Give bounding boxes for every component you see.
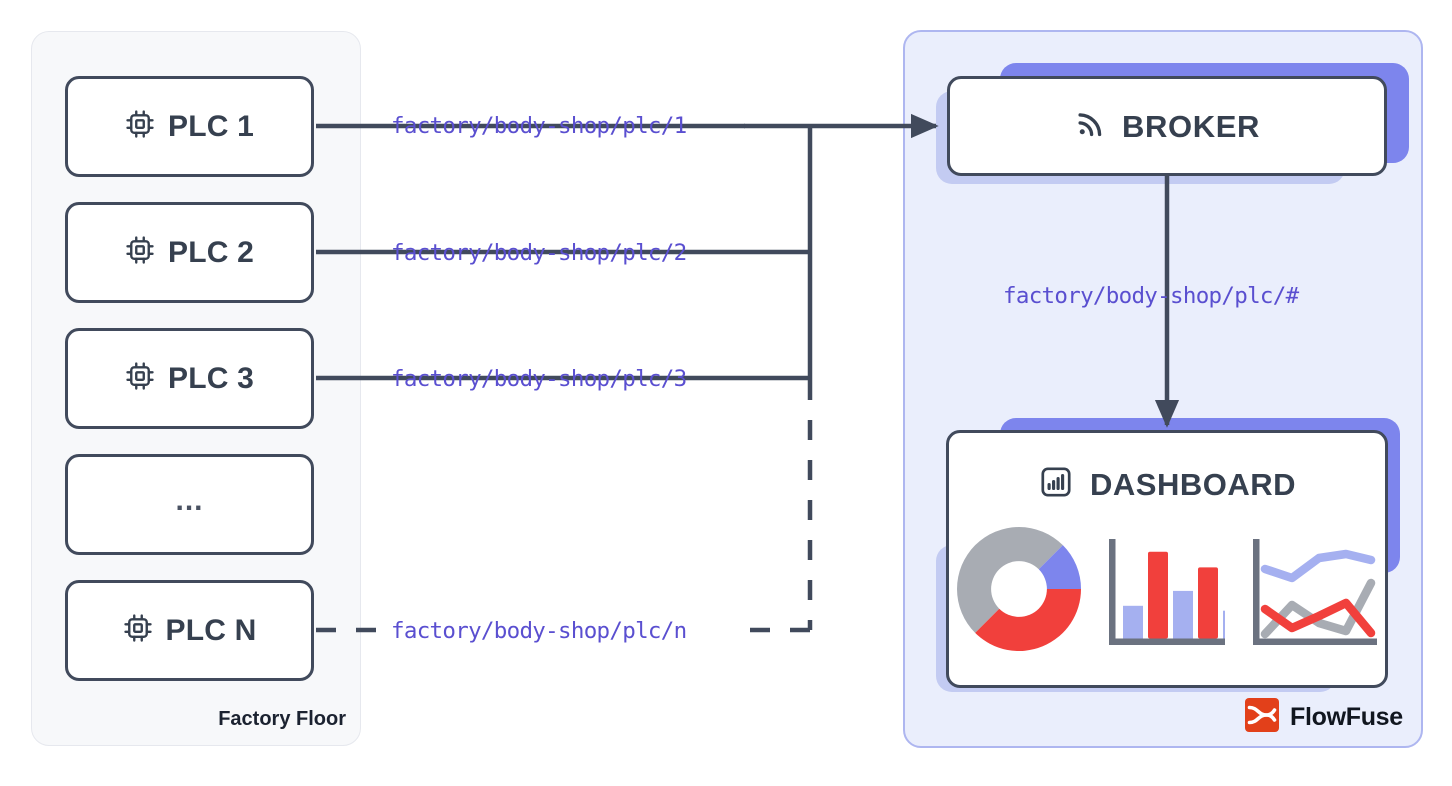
flowfuse-wordmark: FlowFuse: [1290, 703, 1403, 731]
flowfuse-mark: [1245, 698, 1279, 732]
factory-floor-caption: Factory Floor: [218, 708, 346, 730]
ellipsis-label: ...: [175, 483, 204, 517]
dashboard-node[interactable]: DASHBOARD: [946, 430, 1388, 688]
broker-label: BROKER: [1122, 108, 1260, 144]
topic-label-plc2: factory/body-shop/plc/2: [391, 240, 687, 266]
dashboard-widgets: [957, 527, 1377, 651]
line-chart-widget: [1253, 539, 1377, 645]
topic-label-plc3: factory/body-shop/plc/3: [391, 366, 687, 392]
dashboard-label: DASHBOARD: [1090, 467, 1296, 502]
bar-series: [1123, 551, 1225, 639]
chip-icon: [125, 109, 155, 144]
line-series-red: [1260, 598, 1376, 638]
chip-icon: [125, 361, 155, 396]
topic-label-subscribe: factory/body-shop/plc/#: [1003, 283, 1299, 309]
plc-node-label: PLC N: [165, 613, 257, 647]
plc-node-label: PLC 1: [167, 109, 255, 143]
broadcast-icon: [1074, 108, 1106, 145]
bar-chart-widget: [1109, 539, 1225, 645]
flowfuse-logo-icon: [1245, 698, 1279, 737]
dashboard-header: DASHBOARD: [1038, 464, 1296, 505]
bar-chart-icon: [1038, 464, 1074, 505]
topic-label-plcn: factory/body-shop/plc/n: [391, 618, 687, 644]
plc-node-ellipsis[interactable]: ...: [65, 454, 314, 555]
donut-chart-widget: [957, 527, 1081, 651]
chip-icon: [125, 235, 155, 270]
plc-node-n[interactable]: PLC N: [65, 580, 314, 681]
plc-node-label: PLC 2: [167, 235, 255, 269]
plc-node-label: PLC 3: [167, 361, 255, 395]
broker-node[interactable]: BROKER: [947, 76, 1387, 176]
plc-node-3[interactable]: PLC 3: [65, 328, 314, 429]
plc-node-1[interactable]: PLC 1: [65, 76, 314, 177]
chip-icon: [123, 613, 153, 648]
plc-node-2[interactable]: PLC 2: [65, 202, 314, 303]
topic-label-plc1: factory/body-shop/plc/1: [391, 113, 687, 139]
line-series-periwinkle: [1260, 549, 1376, 583]
flowfuse-brand: FlowFuse: [1245, 698, 1403, 737]
